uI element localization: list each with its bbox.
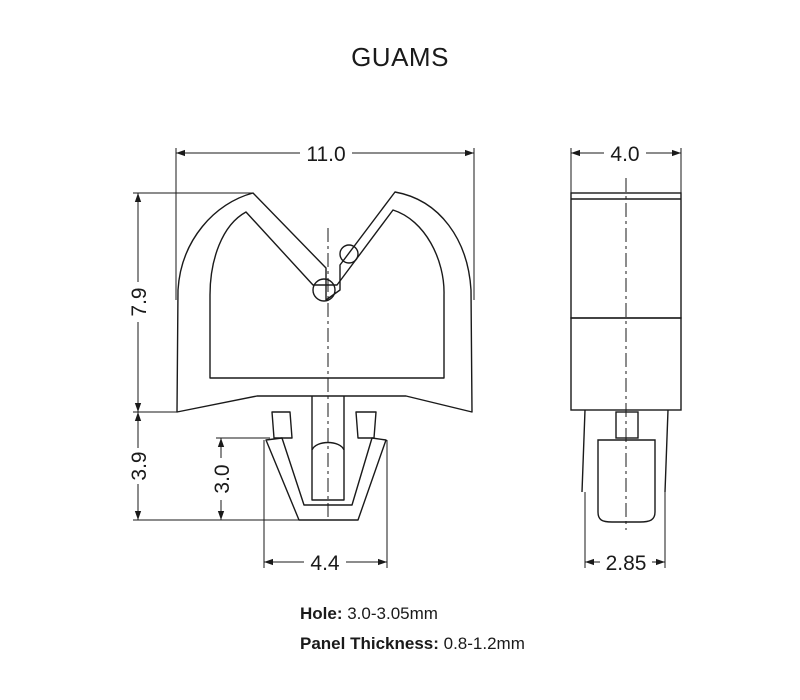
side-stem (581, 409, 669, 493)
dim-head-height: 3.0 (211, 464, 234, 493)
side-head (597, 439, 656, 523)
side-pin (615, 411, 639, 439)
dim-head-width: 4.4 (310, 552, 340, 575)
spec-hole-value: 3.0-3.05mm (342, 604, 438, 623)
drawing-title: GUAMS (351, 42, 449, 72)
spec-hole-label: Hole: (300, 604, 343, 623)
spec-hole: Hole: 3.0-3.05mm (300, 604, 438, 624)
dim-side-base: 2.85 (606, 552, 647, 575)
dim-front-height: 7.9 (128, 287, 151, 316)
barb-right (355, 411, 377, 439)
dimension-lines (133, 148, 682, 568)
front-view (176, 191, 473, 521)
dim-front-width: 11.0 (306, 143, 345, 166)
arrow-head-inner (311, 441, 345, 501)
spec-panel-label: Panel Thickness: (300, 634, 439, 653)
arrow-head-outline (265, 437, 387, 521)
hinge-hole-left (312, 278, 336, 302)
spec-panel-thickness: Panel Thickness: 0.8-1.2mm (300, 634, 525, 654)
clip-outer-outline (176, 191, 473, 413)
spec-panel-value: 0.8-1.2mm (438, 634, 525, 653)
dim-side-width: 4.0 (610, 143, 639, 166)
clip-inner-window (209, 209, 445, 379)
dim-leg-length: 3.9 (128, 451, 151, 480)
barb-left (271, 411, 293, 439)
hinge-hole-right (339, 244, 359, 264)
clip-stem (311, 396, 345, 450)
